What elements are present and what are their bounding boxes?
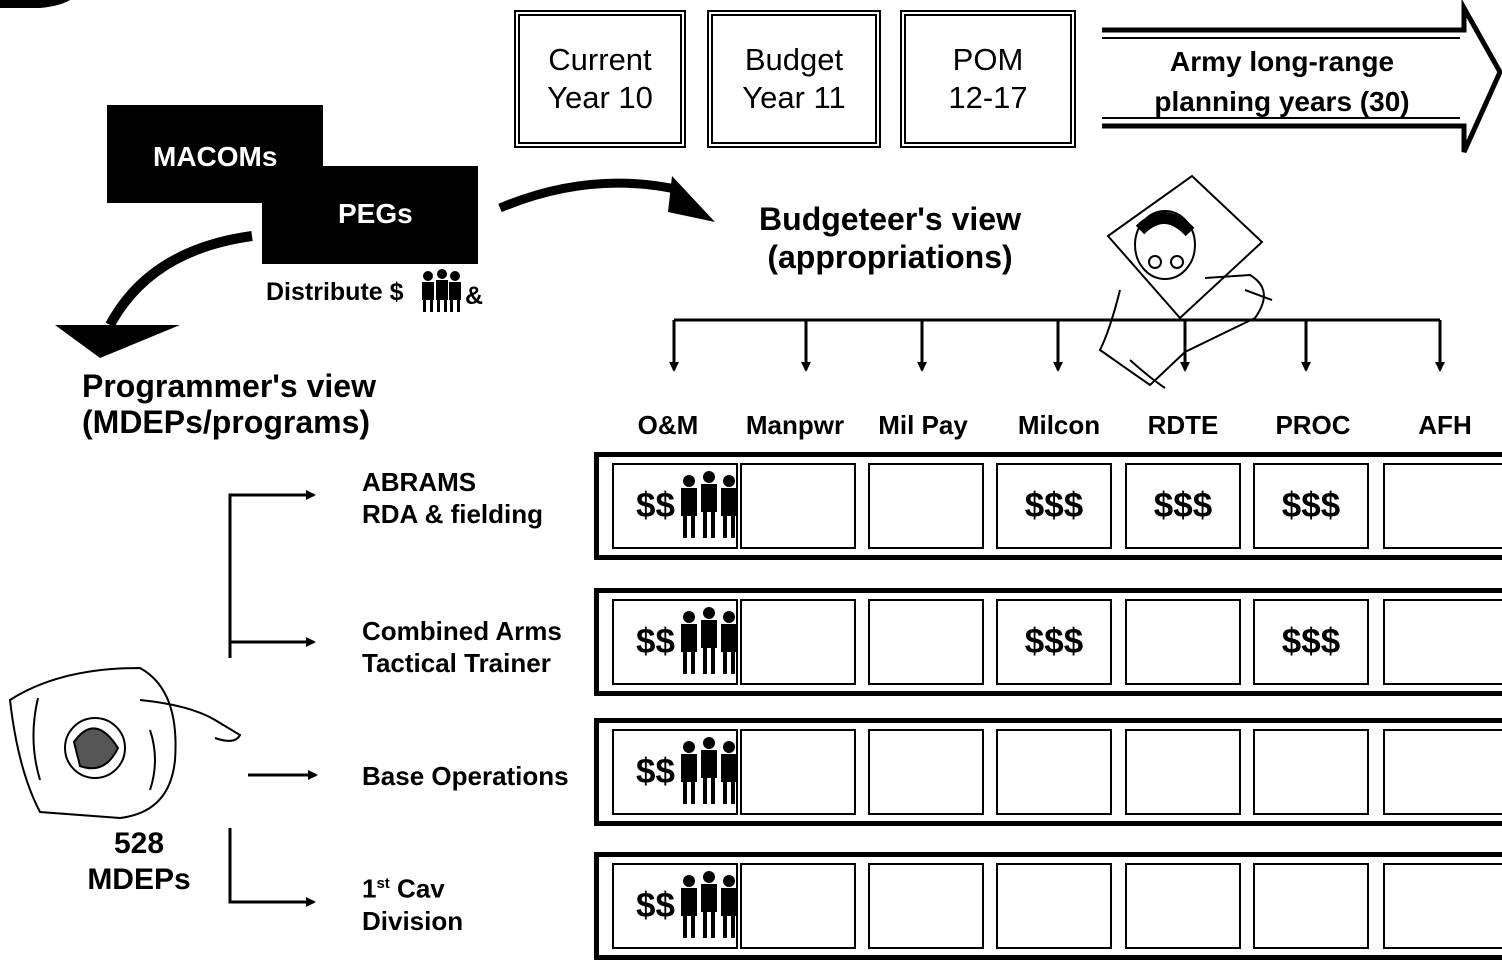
matrix-cell-value: $$ bbox=[636, 752, 675, 791]
program-label-1stcav: 1st Cav Division bbox=[362, 868, 463, 937]
matrix-cell-value: $$$ bbox=[1281, 622, 1341, 661]
matrix-cell-1stcav-1 bbox=[740, 863, 856, 949]
matrix-cell-value: $$ bbox=[636, 622, 675, 661]
distribute-text: Distribute $ bbox=[266, 278, 404, 306]
current-year-label: Current Year 10 bbox=[547, 42, 653, 115]
budget-year-box: Budget Year 11 bbox=[707, 10, 881, 148]
current-year-box: Current Year 10 bbox=[514, 10, 686, 148]
corner-mark bbox=[0, 0, 70, 8]
matrix-cell-abrams-2 bbox=[868, 463, 984, 549]
matrix-row-catt bbox=[594, 588, 1502, 696]
matrix-row-baseops bbox=[594, 718, 1502, 826]
matrix-cell-abrams-4: $$$ bbox=[1125, 463, 1241, 549]
appr-header-rdte: RDTE bbox=[1147, 410, 1219, 440]
pom-box: POM 12-17 bbox=[900, 10, 1076, 148]
matrix-cell-1stcav-6 bbox=[1383, 863, 1502, 949]
matrix-cell-1stcav-4 bbox=[1125, 863, 1241, 949]
people-silhouettes-icon bbox=[680, 607, 736, 674]
matrix-cell-baseops-1 bbox=[740, 729, 856, 815]
matrix-cell-baseops-2 bbox=[868, 729, 984, 815]
matrix-cell-baseops-5 bbox=[1253, 729, 1369, 815]
matrix-cell-baseops-3 bbox=[996, 729, 1112, 815]
programmer-title: Programmer's view (MDEPs/programs) bbox=[82, 368, 376, 440]
matrix-cell-catt-5: $$$ bbox=[1253, 599, 1369, 685]
matrix-cell-1stcav-0: $$ bbox=[612, 863, 738, 949]
people-silhouettes-icon bbox=[680, 871, 736, 938]
appr-header-proc: PROC bbox=[1275, 410, 1351, 440]
matrix-cell-abrams-1 bbox=[740, 463, 856, 549]
people-silhouettes-icon bbox=[680, 471, 736, 538]
budget-year-label: Budget Year 11 bbox=[742, 42, 846, 115]
matrix-cell-baseops-6 bbox=[1383, 729, 1502, 815]
program-label-1stcav-sup: st bbox=[376, 875, 390, 892]
matrix-cell-value: $$$ bbox=[1153, 486, 1213, 525]
program-label-abrams: ABRAMS RDA & fielding bbox=[362, 467, 544, 529]
program-label-1stcav-rest: Cav bbox=[389, 873, 445, 904]
matrix-cell-abrams-6 bbox=[1383, 463, 1502, 549]
pegs-label: PEGs bbox=[338, 198, 413, 229]
matrix-cell-catt-6 bbox=[1383, 599, 1502, 685]
appr-header-afh: AFH bbox=[1418, 410, 1472, 440]
matrix-row-abrams bbox=[594, 452, 1502, 560]
matrix-cell-baseops-4 bbox=[1125, 729, 1241, 815]
matrix-cell-value: $$$ bbox=[1024, 622, 1084, 661]
curved-arrow-right bbox=[498, 176, 715, 222]
matrix-cell-1stcav-3 bbox=[996, 863, 1112, 949]
programmer-title-line1: Programmer's view bbox=[82, 368, 376, 404]
people-silhouettes-icon bbox=[422, 269, 461, 312]
appropriation-bracket bbox=[669, 318, 1445, 372]
programmer-person-icon bbox=[8, 666, 242, 820]
programmer-title-line2: (MDEPs/programs) bbox=[82, 404, 371, 440]
matrix-cell-abrams-3: $$$ bbox=[996, 463, 1112, 549]
budgeteer-title: Budgeteer's view (appropriations) bbox=[740, 200, 1040, 276]
matrix-cell-abrams-0: $$ bbox=[612, 463, 738, 549]
mdep-count-value: 528 bbox=[113, 827, 165, 860]
pom-label: POM 12-17 bbox=[948, 42, 1028, 115]
matrix-cell-value: $$ bbox=[636, 486, 675, 525]
program-label-1stcav-line2: Division bbox=[362, 905, 464, 936]
long-range-label: Army long-range planning years (30) bbox=[1154, 46, 1410, 117]
budgeteer-title-line2: (appropriations) bbox=[767, 239, 1013, 275]
matrix-cell-1stcav-2 bbox=[868, 863, 984, 949]
distribute-label: Distribute $ bbox=[266, 278, 404, 307]
program-bracket bbox=[228, 490, 318, 907]
matrix-cell-catt-4 bbox=[1125, 599, 1241, 685]
pegs-block: PEGs bbox=[262, 166, 478, 264]
matrix-cell-value: $$$ bbox=[1024, 486, 1084, 525]
people-silhouettes-icon bbox=[680, 737, 736, 804]
distribute-suffix: & bbox=[465, 282, 484, 310]
appr-header-milcon: Milcon bbox=[1017, 410, 1101, 440]
appr-header-om: O&M bbox=[637, 410, 699, 440]
program-label-catt: Combined Arms Tactical Trainer bbox=[362, 616, 562, 678]
matrix-cell-catt-1 bbox=[740, 599, 856, 685]
budgeteer-person-icon bbox=[1098, 174, 1273, 389]
mdep-count-label: MDEPs bbox=[87, 863, 191, 896]
matrix-cell-catt-2 bbox=[868, 599, 984, 685]
appr-header-manpwr: Manpwr bbox=[745, 410, 845, 440]
matrix-cell-value: $$ bbox=[636, 886, 675, 925]
matrix-cell-catt-3: $$$ bbox=[996, 599, 1112, 685]
appr-header-milpay: Mil Pay bbox=[878, 410, 968, 440]
matrix-cell-catt-0: $$ bbox=[612, 599, 738, 685]
program-label-baseops: Base Operations bbox=[362, 761, 569, 791]
matrix-cell-abrams-5: $$$ bbox=[1253, 463, 1369, 549]
long-range-arrow bbox=[1102, 0, 1502, 154]
matrix-cell-1stcav-5 bbox=[1253, 863, 1369, 949]
matrix-cell-baseops-0: $$ bbox=[612, 729, 738, 815]
matrix-cell-value: $$$ bbox=[1281, 486, 1341, 525]
program-label-1stcav-num: 1 bbox=[362, 873, 377, 904]
curved-arrow-left bbox=[55, 231, 253, 358]
macoms-label: MACOMs bbox=[153, 141, 278, 172]
mdep-count: 528 MDEPs bbox=[80, 826, 198, 898]
budgeteer-title-line1: Budgeteer's view bbox=[759, 201, 1021, 237]
